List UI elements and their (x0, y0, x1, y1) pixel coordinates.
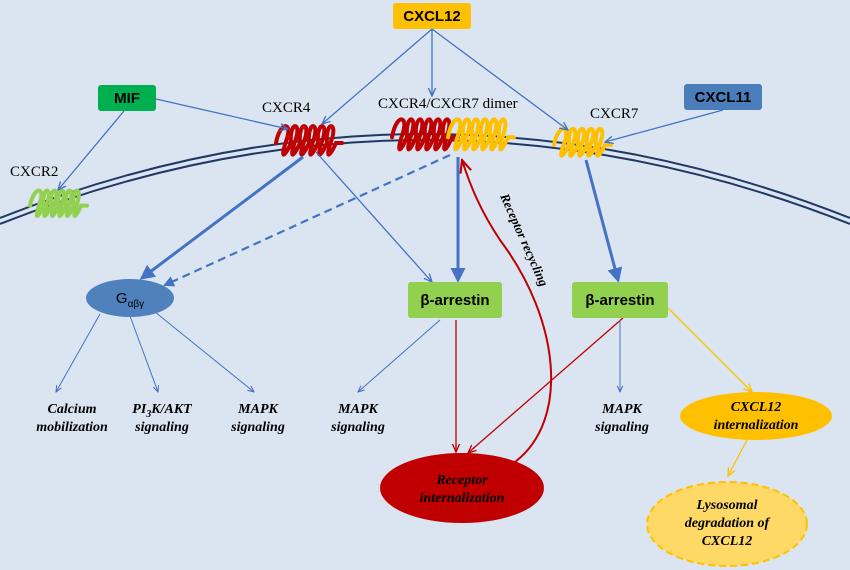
cxcl12-ligand[interactable]: CXCL12 (393, 3, 471, 29)
mif-ligand-label: MIF (114, 90, 140, 107)
dimer-cxcr7-coil[interactable] (446, 117, 516, 152)
cxcl12-internalization[interactable]: CXCL12 internalization (680, 392, 832, 440)
output-mapk-g-line1: MAPK (237, 402, 279, 417)
cxcr7-coil[interactable] (552, 126, 613, 158)
output-pi3k-line2: signaling (134, 420, 189, 435)
output-pi3k: PI3K/AKT signaling (132, 402, 193, 435)
arrow-barrestin2-internalization (468, 317, 624, 453)
pathway-arrows (56, 28, 752, 476)
arrow-cxcl11-cxcr7 (605, 109, 724, 142)
output-pi3k-sub: 3 (145, 409, 151, 420)
arrow-cxcl12-cxcr4 (322, 28, 433, 124)
arrow-mif-cxcr4 (155, 98, 288, 129)
output-mapk-b2-line2: signaling (594, 420, 649, 435)
output-mapk-b1-line2: signaling (330, 420, 385, 435)
output-pi3k-rest: K/AKT (150, 402, 193, 417)
arrow-cxcr4-gprotein (139, 155, 304, 280)
output-pi3k-line1: PI3K/AKT (132, 402, 193, 420)
arrow-gprotein-mapk (154, 311, 254, 392)
receptor-recycling-label: Receptor recycling (497, 190, 552, 289)
output-calcium-line1: Calcium (47, 402, 96, 417)
g-protein[interactable]: Gαβγ (86, 279, 174, 317)
output-mapk-g-line2: signaling (230, 420, 285, 435)
mif-ligand[interactable]: MIF (98, 85, 156, 111)
arrow-gprotein-calcium (56, 313, 101, 392)
arrow-receptor-recycling (462, 160, 553, 463)
g-protein-label: Gαβγ (116, 290, 144, 310)
arrow-cxcr4-barrestin (315, 151, 432, 282)
arrow-mif-cxcr2 (58, 110, 125, 190)
cxcl11-ligand[interactable]: CXCL11 (684, 84, 762, 110)
cxcl11-ligand-label: CXCL11 (695, 89, 752, 106)
cxcl12-int-line1: CXCL12 (731, 400, 782, 415)
output-mapk-gprotein: MAPK signaling (230, 402, 285, 435)
arrow-dimer-gprotein (162, 153, 451, 287)
internalization-line2: internalization (420, 491, 505, 506)
g-protein-base: G (116, 290, 128, 307)
cxcr4-coil[interactable] (274, 124, 344, 157)
beta-arrestin-right-label: β-arrestin (585, 292, 654, 309)
arrow-cxcl12int-lysosomal (728, 437, 749, 476)
beta-arrestin-left[interactable]: β-arrestin (408, 282, 502, 318)
dimer-label: CXCR4/CXCR7 dimer (378, 96, 518, 112)
output-calcium: Calcium mobilization (36, 402, 108, 435)
output-mapk-barrestin-left: MAPK signaling (330, 402, 385, 435)
dimer-cxcr4-coil[interactable] (390, 117, 460, 152)
output-calcium-line2: mobilization (36, 420, 108, 435)
output-mapk-b1-line1: MAPK (337, 402, 379, 417)
internalization-line1: Receptor (435, 473, 488, 488)
output-mapk-b2-line1: MAPK (601, 402, 643, 417)
cxcr2-coil[interactable] (28, 188, 89, 219)
arrow-gprotein-pi3k (129, 315, 158, 392)
receptor-coils (28, 117, 613, 219)
beta-arrestin-right[interactable]: β-arrestin (572, 282, 668, 318)
cxcr4-label: CXCR4 (262, 100, 311, 116)
output-pi3k-pi: PI (132, 402, 147, 417)
cxcl12-ligand-label: CXCL12 (403, 8, 461, 25)
lyso-line3: CXCL12 (702, 534, 753, 549)
lysosomal-degradation[interactable]: Lysosomal degradation of CXCL12 (646, 481, 808, 567)
arrow-barrestin2-cxcl12-int (667, 307, 752, 392)
beta-arrestin-left-label: β-arrestin (420, 292, 489, 309)
arrow-barrestin-mapk (358, 319, 441, 392)
output-mapk-barrestin-right: MAPK signaling (594, 402, 649, 435)
arrow-cxcl12-cxcr7 (431, 28, 568, 130)
cxcr7-label: CXCR7 (590, 106, 639, 122)
g-protein-subscript: αβγ (128, 299, 145, 310)
cxcl12-int-line2: internalization (714, 418, 799, 433)
lyso-line2: degradation of (685, 516, 771, 531)
arrow-cxcr7-barrestin (584, 159, 623, 283)
cxcr2-label: CXCR2 (10, 164, 58, 180)
lyso-line1: Lysosomal (696, 498, 758, 513)
receptor-internalization[interactable]: Receptor internalization (380, 453, 544, 523)
